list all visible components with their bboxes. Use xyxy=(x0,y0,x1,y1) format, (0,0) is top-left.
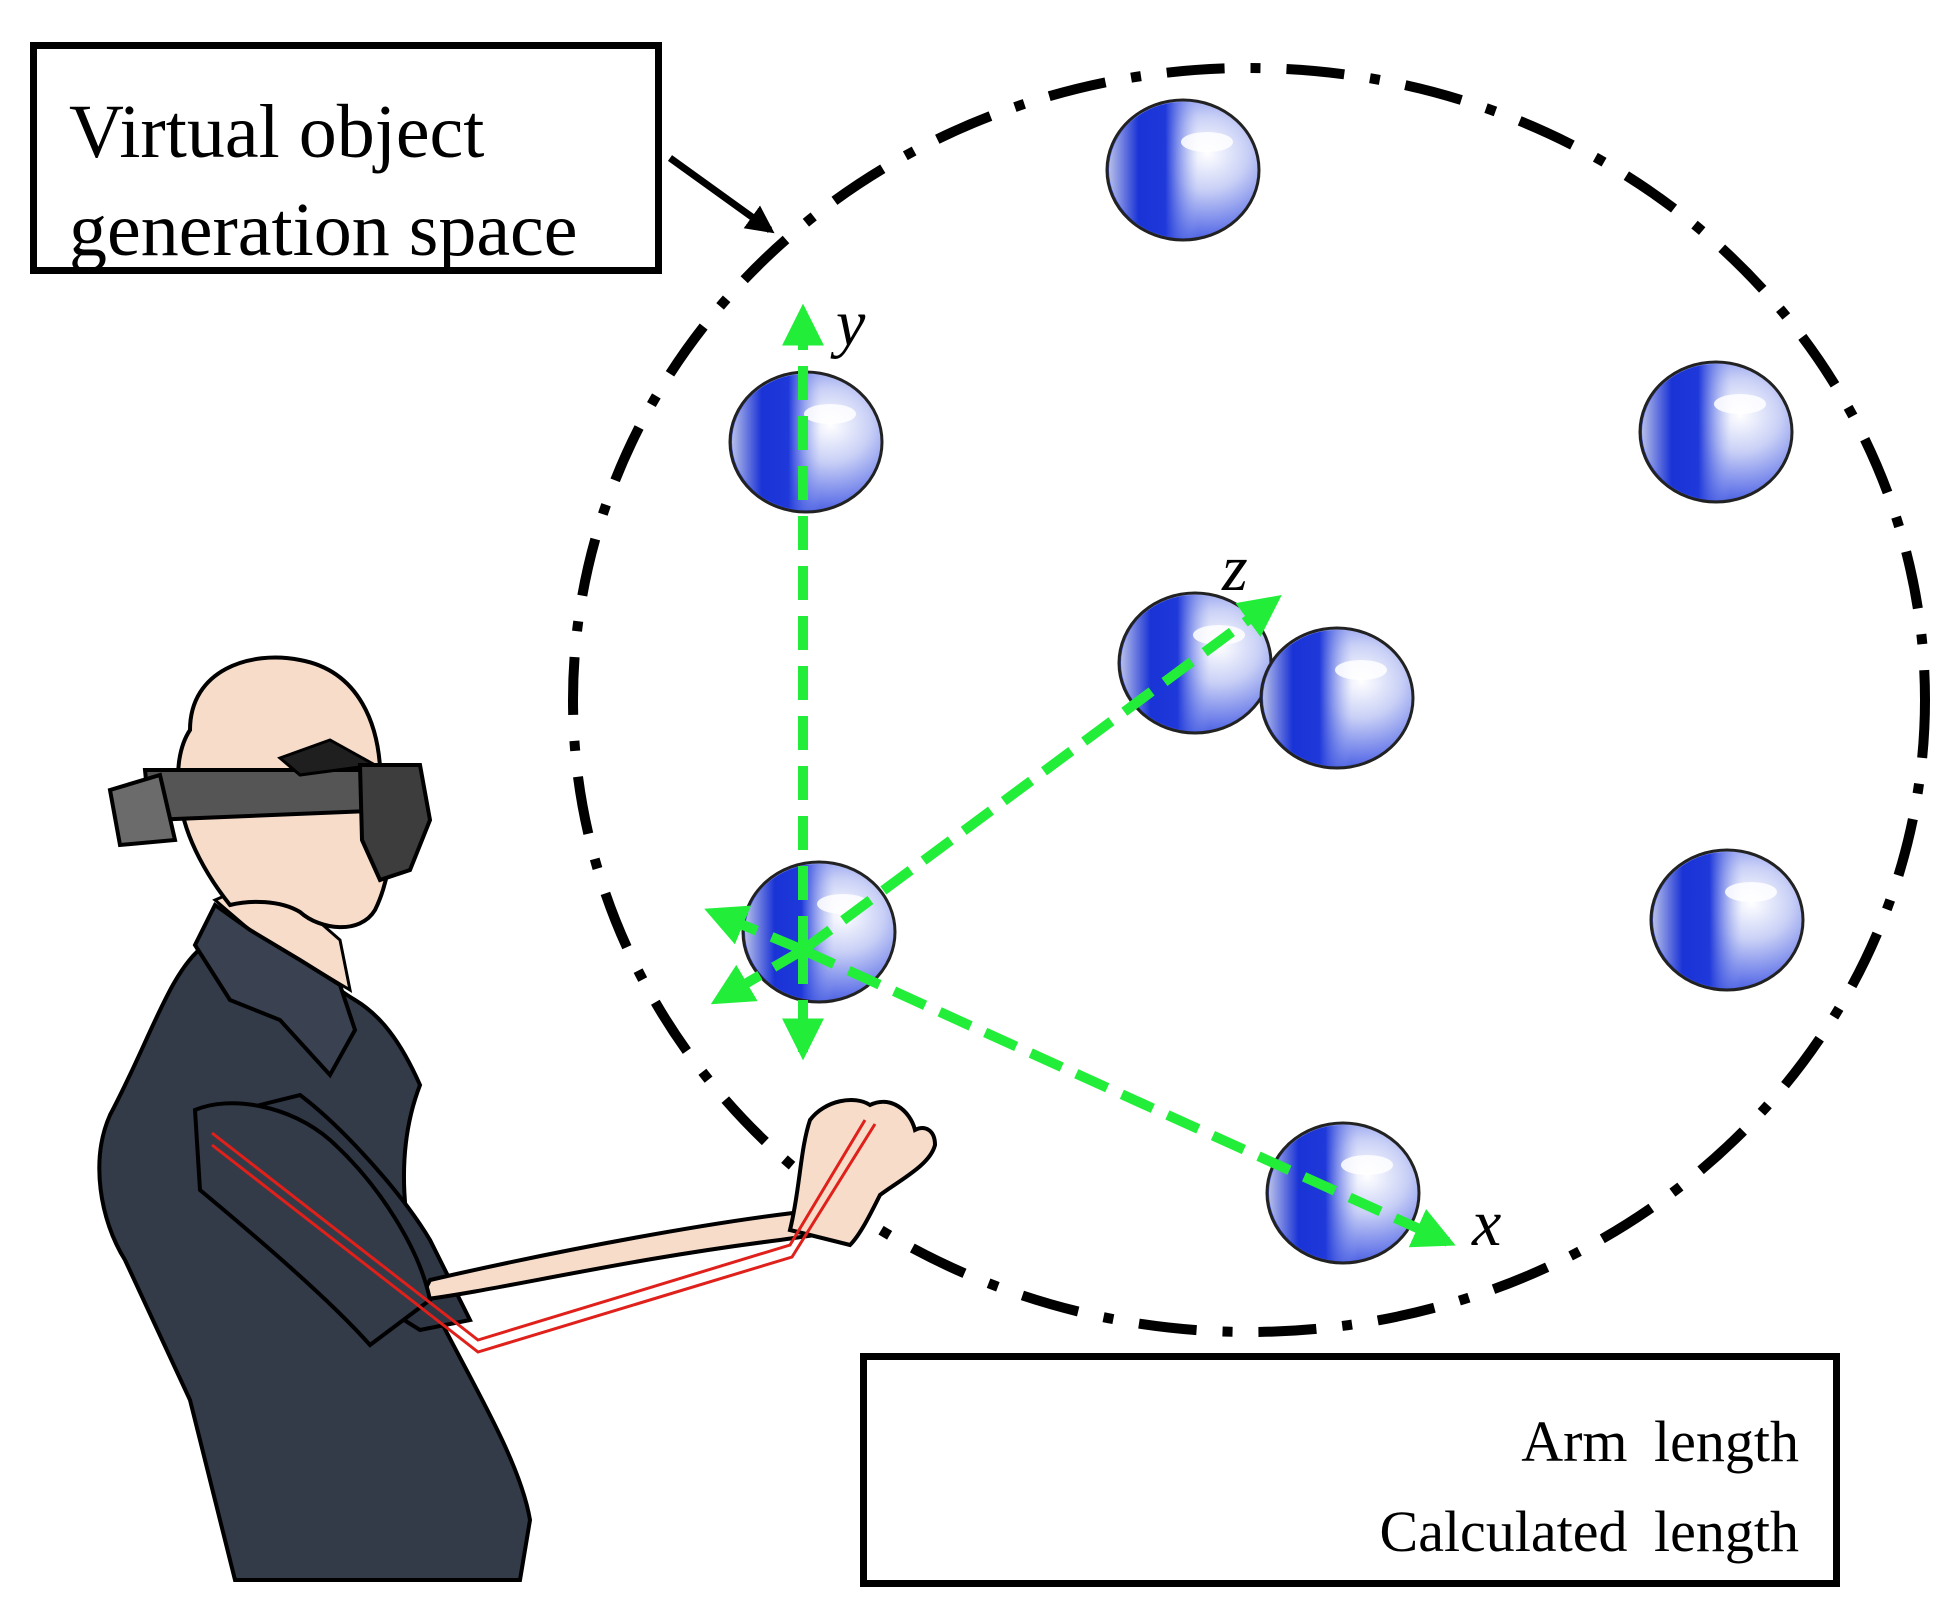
callout-box: Virtual object generation space xyxy=(30,42,662,274)
generation-space-boundary xyxy=(568,63,1930,1337)
sphere-object xyxy=(1105,98,1261,242)
sphere-object xyxy=(1259,626,1415,770)
legend-label-calculated: Calculated length xyxy=(1379,1499,1799,1564)
axis-label-x: x xyxy=(1471,1187,1501,1260)
sphere-object xyxy=(1649,848,1805,992)
sphere-object xyxy=(1638,360,1794,504)
legend-label-arm: Arm length xyxy=(1521,1409,1799,1474)
shirt-collar xyxy=(192,902,358,1079)
arm-length-line xyxy=(211,1119,877,1354)
callout-line-1: Virtual object xyxy=(69,90,485,174)
headset-strap xyxy=(142,768,398,823)
spheres-group xyxy=(728,98,1805,1265)
calc-line-x xyxy=(800,945,1456,1248)
sphere-object xyxy=(1265,1121,1421,1265)
callout-line-2: generation space xyxy=(69,188,578,272)
sphere-object xyxy=(1117,591,1273,735)
axis-label-z: z xyxy=(1221,532,1248,605)
legend-row-arm: Arm length xyxy=(867,1400,1833,1490)
headset-back-pad xyxy=(107,772,178,848)
legend-row-calculated: Calculated length xyxy=(867,1490,1833,1580)
hand xyxy=(787,1098,938,1248)
callout-arrow xyxy=(667,155,775,234)
calculated-length-lines xyxy=(704,303,1456,1248)
legend-box: Arm length Calculated length xyxy=(860,1353,1840,1587)
person-with-vr-headset-icon xyxy=(97,655,938,1582)
calc-line-neg-x xyxy=(704,905,805,955)
calc-line-neg-z xyxy=(710,945,806,1005)
axis-label-y: y xyxy=(830,287,866,360)
headset-visor xyxy=(357,763,433,883)
